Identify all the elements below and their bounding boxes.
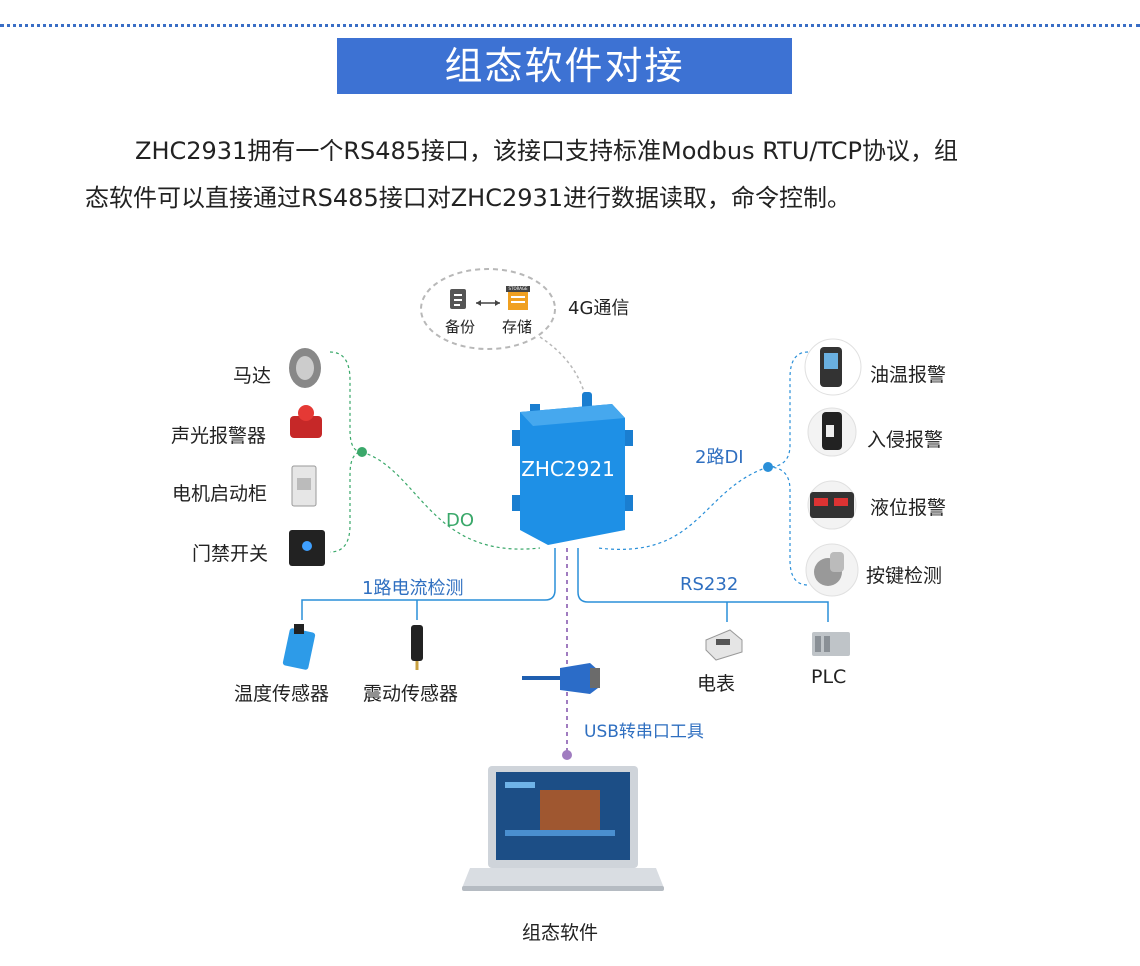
do-item-access-switch: 门禁开关	[192, 543, 269, 565]
do-item-alarm: 声光报警器	[171, 425, 267, 447]
di-label: 2路DI	[695, 447, 744, 468]
alarm-icon	[290, 405, 322, 438]
do-link-line	[361, 451, 541, 550]
button-sensor-icon	[805, 543, 859, 597]
plc-icon	[812, 632, 850, 656]
vibration-sensor-icon	[411, 625, 423, 670]
meter-icon	[705, 629, 743, 661]
intro-line-1: ZHC2931拥有一个RS485接口，该接口支持标准Modbus RTU/TCP…	[135, 137, 958, 165]
storage-tag: STORAGE	[508, 286, 528, 291]
temperature-sensor-icon	[282, 624, 316, 670]
temperature-sensor-label: 温度传感器	[234, 683, 330, 705]
oil-temp-sensor-icon	[804, 338, 862, 396]
software-label: 组态软件	[522, 922, 599, 944]
intro-paragraph: ZHC2931拥有一个RS485接口，该接口支持标准Modbus RTU/TCP…	[85, 128, 1065, 222]
top-dotted-divider	[0, 24, 1140, 27]
zhc2921-device-icon	[512, 392, 633, 545]
intrusion-sensor-icon	[807, 407, 857, 457]
current-detect-label: 1路电流检测	[362, 578, 464, 599]
di-item-intrusion: 入侵报警	[867, 429, 944, 451]
motor-icon	[289, 348, 321, 388]
level-sensor-icon	[807, 480, 857, 530]
do-label: DO	[446, 510, 475, 531]
backup-label: 备份	[445, 318, 476, 336]
intro-line-2: 态软件可以直接通过RS485接口对ZHC2931进行数据读取，命令控制。	[85, 184, 852, 212]
cloud-ellipse	[420, 268, 556, 350]
laptop-icon	[462, 766, 664, 891]
current-branch-line	[301, 548, 556, 620]
sync-arrow-icon	[476, 300, 500, 306]
di-item-level: 液位报警	[870, 497, 947, 519]
di-item-button: 按键检测	[866, 565, 943, 587]
di-bracket-line	[767, 351, 809, 586]
do-item-motor: 马达	[233, 365, 272, 387]
section-title: 组态软件对接	[337, 38, 792, 94]
do-junction-dot	[357, 447, 367, 457]
meter-label: 电表	[697, 673, 736, 695]
rs232-label: RS232	[680, 574, 739, 595]
usb-cable-icon	[522, 663, 600, 694]
device-name: ZHC2921	[521, 457, 615, 481]
di-item-oil-temp: 油温报警	[870, 364, 947, 386]
plc-label: PLC	[811, 666, 847, 688]
storage-label: 存储	[502, 318, 533, 336]
cloud-to-device-link	[539, 336, 586, 396]
rs232-branch-line	[577, 548, 829, 622]
usb-end-dot	[562, 750, 572, 760]
access-switch-icon	[289, 530, 325, 566]
di-junction-dot	[763, 462, 773, 472]
do-item-motor-cabinet: 电机启动柜	[172, 483, 268, 505]
motor-cabinet-icon	[291, 465, 317, 507]
vibration-sensor-label: 震动传感器	[363, 683, 459, 705]
storage-box-icon	[506, 286, 530, 310]
usb-tool-label: USB转串口工具	[584, 722, 704, 742]
backup-doc-icon	[450, 289, 466, 309]
di-link-line	[597, 466, 769, 550]
comm-4g-label: 4G通信	[568, 298, 630, 319]
